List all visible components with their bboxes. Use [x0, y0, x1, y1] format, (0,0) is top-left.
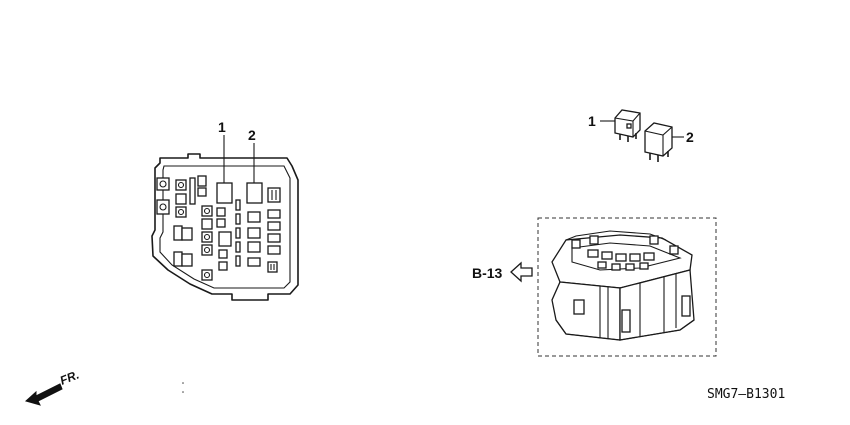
callout-left-2: 2	[248, 127, 256, 143]
reference-arrow-icon	[510, 261, 533, 283]
callout-right-1: 1	[588, 113, 596, 129]
diagram-code: SMG7—B1301	[707, 387, 785, 402]
callout-right-2: 2	[686, 129, 694, 145]
relay-box-top-view	[151, 135, 299, 301]
relay-1	[600, 109, 641, 142]
relay-slot-1	[216, 182, 233, 204]
front-indicator-label: FR.	[58, 368, 81, 388]
reference-label: B-13	[472, 265, 503, 281]
assembly-reference-frame	[537, 217, 717, 357]
callout-left-1: 1	[218, 119, 226, 135]
relay-box-assembly	[551, 230, 695, 341]
relay-2	[644, 122, 684, 162]
relay-slot-2	[246, 182, 263, 204]
front-direction-arrow-icon	[24, 383, 63, 406]
